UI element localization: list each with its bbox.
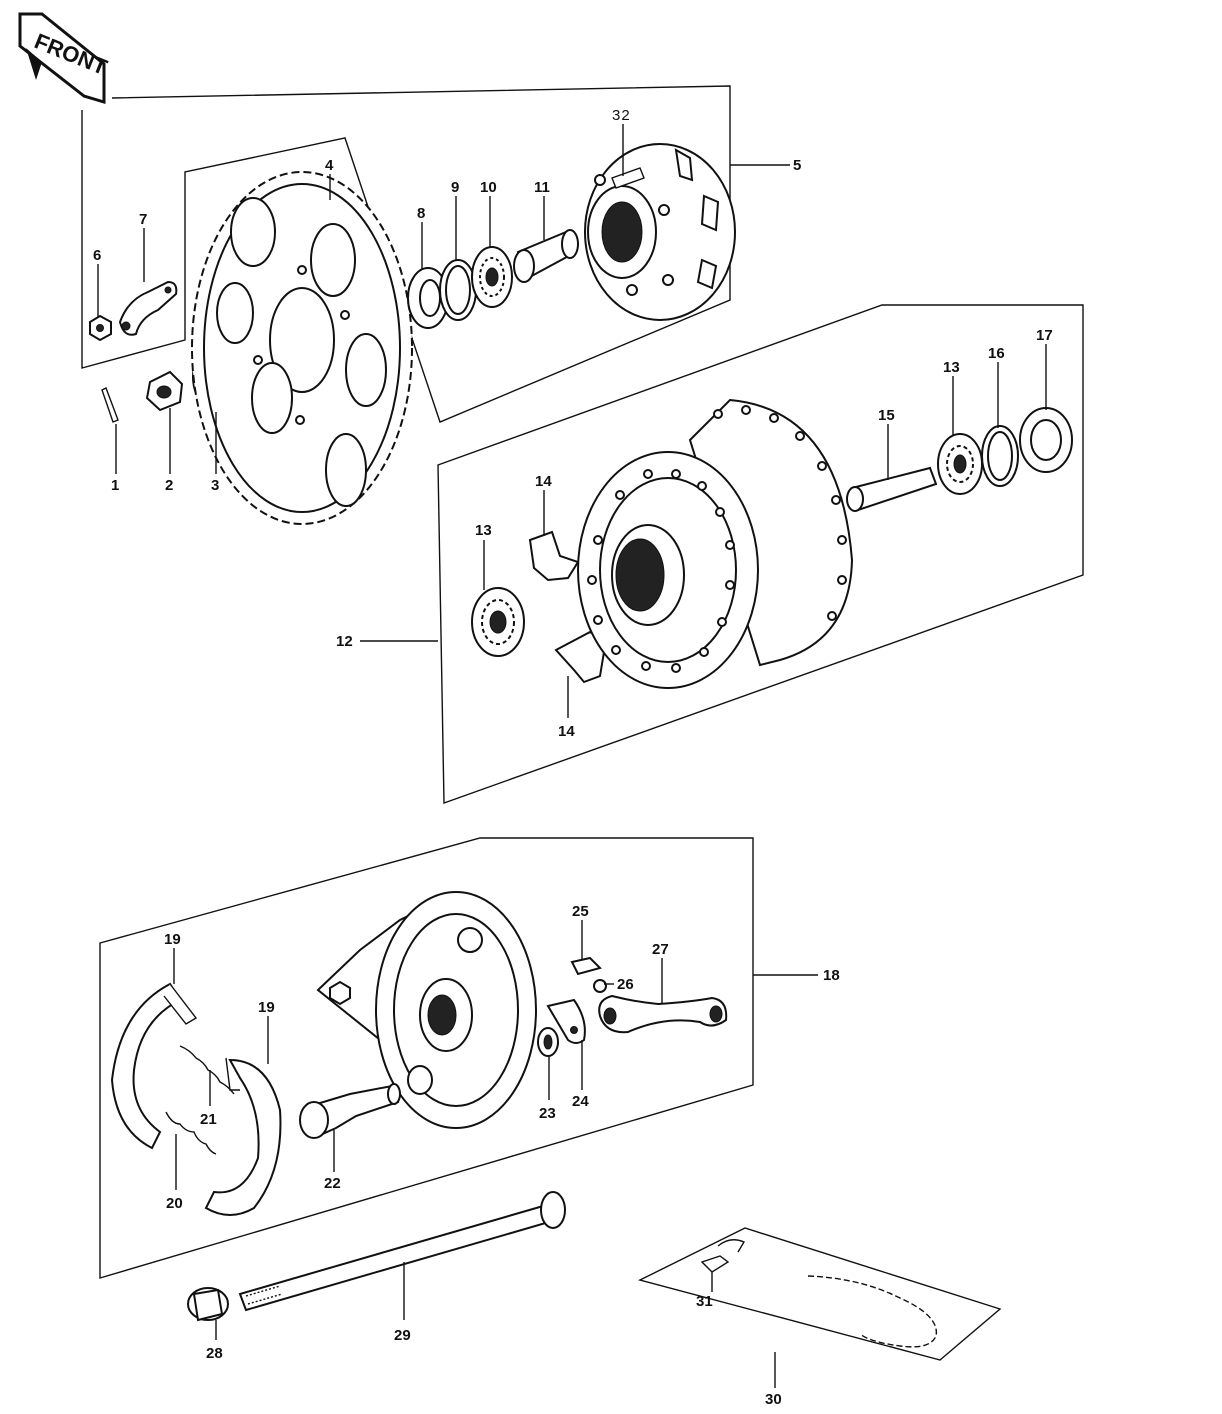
callout-11: 11 (534, 179, 550, 196)
shoe-spring-upper (179, 1045, 235, 1095)
circlip (439, 259, 477, 321)
brake-cam-lever (598, 994, 728, 1034)
lever-bolt (570, 956, 602, 976)
callout-20: 20 (166, 1195, 183, 1212)
callout-15: 15 (878, 407, 895, 424)
callout-22: 22 (324, 1175, 341, 1192)
callout-28: 28 (206, 1345, 223, 1362)
callout-4: 4 (325, 157, 334, 174)
callout-25: 25 (572, 903, 589, 920)
callout-1: 1 (111, 477, 119, 494)
callout-32: 32 (612, 107, 631, 124)
right-wheel-bearing (937, 433, 983, 495)
group-outlines (81, 85, 1084, 1388)
brake-panel (316, 891, 537, 1129)
cotter-pin (101, 387, 119, 423)
callout-7: 7 (139, 211, 147, 228)
distance-collar (846, 466, 938, 512)
chain-group-outline (638, 1227, 1002, 1361)
front-direction-arrow: FRONT (18, 12, 111, 105)
damper-lower (554, 630, 608, 684)
axle-collar (187, 1287, 229, 1322)
callout-27: 27 (652, 941, 669, 958)
callout-14-upper: 14 (535, 473, 552, 490)
rear-axle (238, 1191, 566, 1312)
callout-24: 24 (572, 1093, 589, 1110)
hub-oil-seal (1019, 407, 1073, 473)
callout-16: 16 (988, 345, 1005, 362)
callout-12: 12 (336, 633, 353, 650)
collar (513, 229, 579, 283)
rear-sprocket (191, 171, 413, 525)
left-wheel-bearing (471, 587, 525, 657)
chain-master-link (700, 1239, 746, 1273)
hub-group-outline (437, 304, 1084, 804)
callout-18: 18 (823, 967, 840, 984)
callout-30: 30 (765, 1391, 782, 1408)
callout-3: 3 (211, 477, 219, 494)
lock-nut (89, 314, 112, 342)
sprocket-hub-coupling (584, 143, 736, 321)
callout-31: 31 (696, 1293, 713, 1310)
brake-shoe-right (204, 1057, 282, 1216)
brake-shoe-left (110, 982, 198, 1150)
drive-chain (807, 1275, 938, 1348)
callout-29: 29 (394, 1327, 411, 1344)
shoe-spring-lower (165, 1111, 217, 1155)
cam-washer (537, 1027, 559, 1057)
callout-5: 5 (793, 157, 801, 174)
callout-9: 9 (451, 179, 459, 196)
damper-upper (528, 530, 580, 582)
callout-10: 10 (480, 179, 497, 196)
castle-nut (145, 370, 184, 412)
lock-plate (118, 280, 178, 336)
callout-21: 21 (200, 1111, 217, 1128)
sprocket-coupling-outline (81, 85, 731, 423)
wear-indicator (546, 998, 586, 1044)
callout-17: 17 (1036, 327, 1053, 344)
callout-6: 6 (93, 247, 101, 264)
callout-26: 26 (617, 976, 634, 993)
lever-nut (593, 979, 607, 993)
oil-seal (407, 267, 449, 329)
ball-bearing (471, 246, 513, 308)
callout-23: 23 (539, 1105, 556, 1122)
callout-labels: 1 2 3 4 5 6 7 8 9 10 11 12 13 13 14 14 1… (93, 107, 1053, 1408)
callout-19-right: 19 (258, 999, 275, 1016)
callout-13-right: 13 (943, 359, 960, 376)
brake-camshaft (299, 1083, 401, 1139)
rear-wheel-hub (577, 398, 854, 689)
hub-circlip (981, 425, 1019, 487)
coupling-stud (611, 167, 645, 189)
leader-lines (97, 124, 1047, 1340)
callout-19-left: 19 (164, 931, 181, 948)
callout-13-left: 13 (475, 522, 492, 539)
brake-panel-outline (99, 837, 754, 1279)
callout-2: 2 (165, 477, 173, 494)
callout-8: 8 (417, 205, 425, 222)
callout-14-lower: 14 (558, 723, 575, 740)
